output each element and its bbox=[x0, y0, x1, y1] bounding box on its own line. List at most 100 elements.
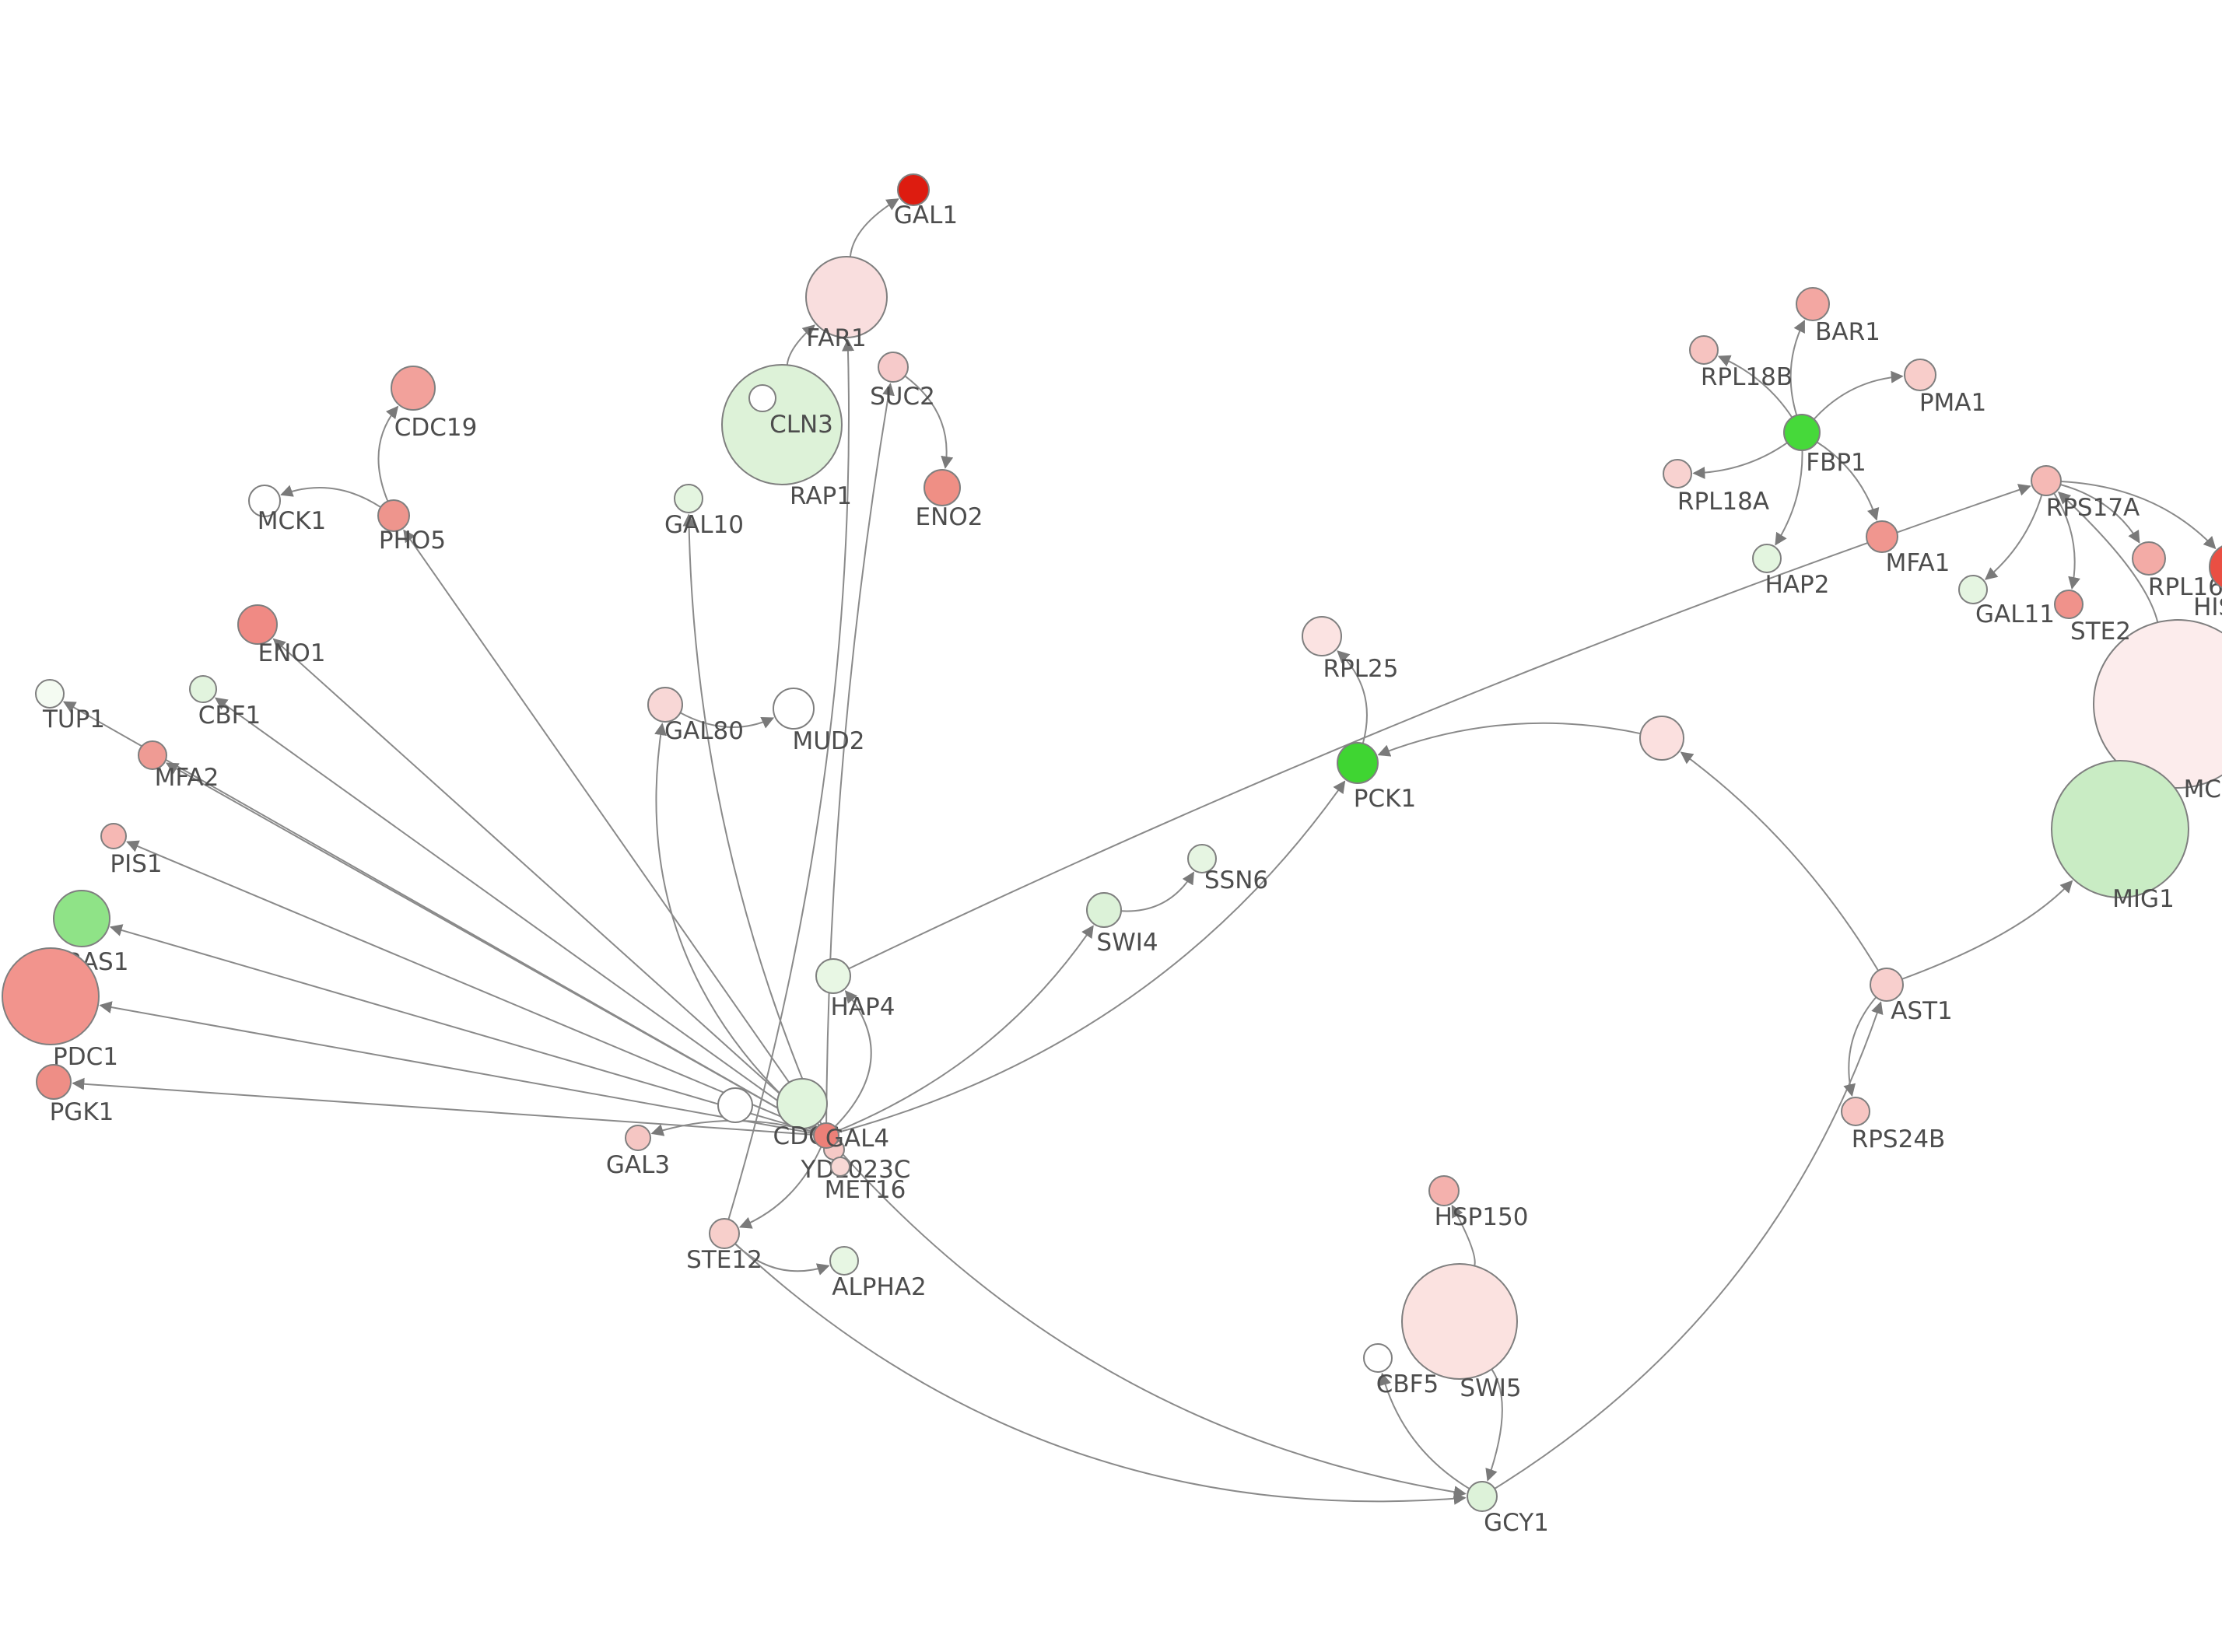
edge-rps17a-gal11[interactable] bbox=[1984, 494, 2043, 580]
node-circle-tup1[interactable] bbox=[35, 679, 65, 709]
node-circle-mck1[interactable] bbox=[248, 485, 281, 517]
node-circle-cbf1[interactable] bbox=[189, 675, 217, 703]
node-circle-bar1[interactable] bbox=[1796, 287, 1830, 321]
node-circle-alpha2[interactable] bbox=[829, 1246, 859, 1276]
node-circle-rps24b[interactable] bbox=[1841, 1097, 1870, 1126]
node-circle-far1[interactable] bbox=[805, 256, 888, 338]
node-circle-met16[interactable] bbox=[830, 1157, 850, 1177]
edge-gal4-pho5[interactable] bbox=[403, 529, 820, 1126]
edge-gal4-pis1[interactable] bbox=[126, 840, 815, 1132]
edge-mcm1-rps17a[interactable] bbox=[2057, 491, 2159, 623]
edge-gal4-cbf1[interactable] bbox=[214, 697, 817, 1129]
edge-gal80-mud2[interactable] bbox=[679, 712, 775, 729]
node-circle-cdc6[interactable] bbox=[776, 1078, 828, 1129]
node-circle-gal80[interactable] bbox=[647, 687, 683, 723]
edge-hap4-rps17a[interactable] bbox=[848, 484, 2031, 970]
edge-cln3-far1[interactable] bbox=[786, 324, 815, 366]
edge-fbp1-rpl18a[interactable] bbox=[1692, 442, 1788, 479]
node-circle-gal1[interactable] bbox=[897, 173, 930, 206]
edge-fbp1-pma1[interactable] bbox=[1813, 370, 1904, 420]
edge-pho5-mck1[interactable] bbox=[280, 485, 381, 508]
edge-gal4-pdc1[interactable] bbox=[99, 1001, 815, 1135]
node-circle-swi4[interactable] bbox=[1086, 892, 1122, 928]
node-circle-ssn6[interactable] bbox=[1187, 844, 1217, 873]
node-circle-gcy1[interactable] bbox=[1467, 1481, 1498, 1512]
node-circle-mig1[interactable] bbox=[2051, 760, 2189, 898]
node-circle-mfa2[interactable] bbox=[138, 740, 167, 770]
edge-gal4-pck1[interactable] bbox=[838, 780, 1346, 1133]
edge-gal4-suc2[interactable] bbox=[825, 383, 895, 1124]
node-circle-pma1[interactable] bbox=[1904, 359, 1936, 391]
node-circle-pdc1[interactable] bbox=[2, 947, 100, 1045]
edge-ste12-alpha2[interactable] bbox=[734, 1243, 830, 1276]
edge-gal4-swi4[interactable] bbox=[837, 925, 1094, 1132]
node-circle-ras1[interactable] bbox=[53, 890, 110, 947]
node-circle-mcm1[interactable] bbox=[2093, 619, 2222, 789]
node-circle-anon1[interactable] bbox=[1639, 716, 1684, 761]
node-circle-rap1[interactable] bbox=[748, 384, 776, 412]
node-circle-rpl25[interactable] bbox=[1302, 616, 1342, 656]
node-circle-hap4[interactable] bbox=[815, 958, 851, 994]
node-circle-pis1[interactable] bbox=[100, 823, 127, 849]
node-circle-anon2[interactable] bbox=[717, 1087, 753, 1123]
edge-ast1-rps24b[interactable] bbox=[1843, 996, 1877, 1097]
edge-swi5-gcy1[interactable] bbox=[1485, 1368, 1503, 1482]
edge-swi5-hsp150[interactable] bbox=[1451, 1204, 1476, 1266]
edge-gal4-ste12[interactable] bbox=[738, 1146, 822, 1229]
node-circle-gal3[interactable] bbox=[625, 1125, 651, 1151]
node-label-ssn6: SSN6 bbox=[1204, 866, 1268, 894]
node-circle-rpl16a[interactable] bbox=[2132, 541, 2166, 576]
edge-pck1-rpl25[interactable] bbox=[1337, 650, 1368, 744]
node-circle-fbp1[interactable] bbox=[1783, 414, 1821, 451]
node-circle-mfa1[interactable] bbox=[1866, 520, 1898, 553]
node-circle-suc2[interactable] bbox=[878, 352, 909, 383]
edge-fbp1-bar1[interactable] bbox=[1789, 320, 1806, 416]
edge-gal4-mfa2[interactable] bbox=[165, 762, 816, 1130]
edge-fbp1-rpl18b[interactable] bbox=[1717, 355, 1793, 418]
edge-ste12-gcy1[interactable] bbox=[734, 1243, 1467, 1505]
edge-far1-gal1[interactable] bbox=[849, 198, 899, 257]
edge-gcy1-ast1[interactable] bbox=[1494, 1001, 1884, 1489]
edge-gal4-gal10[interactable] bbox=[682, 513, 822, 1125]
node-circle-cdc19[interactable] bbox=[391, 366, 436, 411]
edge-ast1-anon1[interactable] bbox=[1680, 751, 1880, 971]
node-circle-swi5[interactable] bbox=[1401, 1263, 1518, 1380]
node-circle-ast1[interactable] bbox=[1870, 968, 1904, 1002]
edge-swi4-ssn6[interactable] bbox=[1120, 871, 1194, 912]
node-circle-cbf5[interactable] bbox=[1363, 1343, 1393, 1373]
node-circle-hsp150[interactable] bbox=[1428, 1175, 1460, 1206]
node-circle-rpl18b[interactable] bbox=[1689, 335, 1719, 365]
node-circle-ste2[interactable] bbox=[2054, 590, 2084, 619]
node-circle-gal4[interactable] bbox=[813, 1122, 839, 1149]
edge-rps17a-his4[interactable] bbox=[2060, 481, 2217, 550]
edge-gcy1-cbf5[interactable] bbox=[1379, 1372, 1470, 1490]
edge-gal4-gal80[interactable] bbox=[654, 723, 818, 1129]
node-circle-mud2[interactable] bbox=[773, 688, 815, 730]
node-circle-pck1[interactable] bbox=[1337, 742, 1379, 784]
node-circle-hap2[interactable] bbox=[1752, 544, 1782, 573]
edge-suc2-eno2[interactable] bbox=[904, 375, 954, 469]
edge-fbp1-mfa1[interactable] bbox=[1816, 441, 1880, 521]
edge-ste12-far1[interactable] bbox=[727, 338, 855, 1220]
edge-gal4-ras1[interactable] bbox=[109, 924, 815, 1133]
node-circle-pgk1[interactable] bbox=[36, 1064, 72, 1100]
edge-fbp1-hap2[interactable] bbox=[1775, 450, 1803, 546]
node-circle-his4[interactable] bbox=[2209, 544, 2222, 590]
node-circle-eno2[interactable] bbox=[923, 469, 961, 506]
edge-pho5-cdc19[interactable] bbox=[377, 405, 399, 502]
edge-anon1-pck1[interactable] bbox=[1377, 722, 1641, 757]
edge-gal4-gcy1[interactable] bbox=[833, 1144, 1467, 1499]
node-circle-gal10[interactable] bbox=[674, 484, 703, 513]
edge-gal4-eno1[interactable] bbox=[272, 638, 818, 1129]
node-circle-ste12[interactable] bbox=[709, 1218, 740, 1249]
node-circle-rpl18a[interactable] bbox=[1663, 459, 1692, 488]
edge-rps17a-rpl16a[interactable] bbox=[2060, 484, 2140, 544]
node-circle-pho5[interactable] bbox=[377, 499, 410, 532]
edge-ast1-mig1[interactable] bbox=[1901, 880, 2073, 980]
node-circle-eno1[interactable] bbox=[237, 604, 278, 645]
edge-gal4-pgk1[interactable] bbox=[72, 1077, 815, 1136]
edge-gal4-hap4[interactable] bbox=[834, 990, 872, 1128]
node-circle-gal11[interactable] bbox=[1958, 575, 1988, 604]
node-circle-rps17a[interactable] bbox=[2031, 465, 2062, 496]
